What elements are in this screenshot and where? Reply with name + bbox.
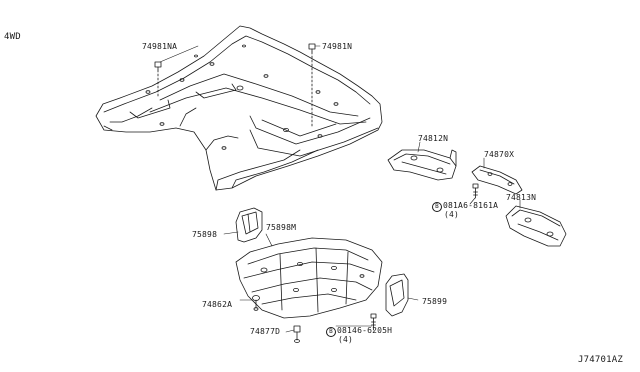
bolt-part-number: 08146-6205H	[337, 326, 393, 335]
floor-panel[interactable]	[96, 26, 382, 190]
callout-75899[interactable]: 75899	[422, 297, 448, 306]
bracket-74812N[interactable]	[388, 150, 456, 180]
callout-75898M[interactable]: 75898M	[266, 223, 297, 232]
bracket-74870X[interactable]	[472, 166, 522, 194]
callout-74870X[interactable]: 74870X	[484, 150, 515, 159]
cover-75899[interactable]	[386, 274, 408, 316]
under-cover-75898M[interactable]	[236, 238, 382, 318]
bolt-part-number: 081A6-8161A	[443, 201, 499, 210]
callout-74877D[interactable]: 74877D	[250, 327, 281, 336]
variant-label: 4WD	[4, 32, 21, 42]
bolt-mark-icon: B	[432, 202, 442, 212]
callout-74981NA[interactable]: 74981NA	[142, 42, 178, 51]
callout-74981N[interactable]: 74981N	[322, 42, 353, 51]
clip-74877D[interactable]	[294, 326, 300, 343]
bolt-quantity: (4)	[338, 335, 354, 344]
bolt-081A6-8161A[interactable]	[473, 184, 478, 198]
callout-74813N[interactable]: 74813N	[506, 193, 537, 202]
cover-75898[interactable]	[236, 208, 262, 242]
diagram-code: J74701AZ	[578, 355, 623, 365]
leader-lines	[159, 45, 521, 333]
plug-74981NA[interactable]	[155, 62, 161, 70]
callout-74812N[interactable]: 74812N	[418, 134, 449, 143]
callout-75898[interactable]: 75898	[192, 230, 218, 239]
bolt-08146-6205H[interactable]	[371, 314, 376, 330]
bracket-74813N[interactable]	[506, 206, 566, 246]
bolt-mark-icon: B	[326, 327, 336, 337]
plug-74981N[interactable]	[309, 44, 315, 52]
bolt-quantity: (4)	[444, 210, 460, 219]
callout-74862A[interactable]: 74862A	[202, 300, 233, 309]
clip-74862A[interactable]	[253, 296, 260, 311]
